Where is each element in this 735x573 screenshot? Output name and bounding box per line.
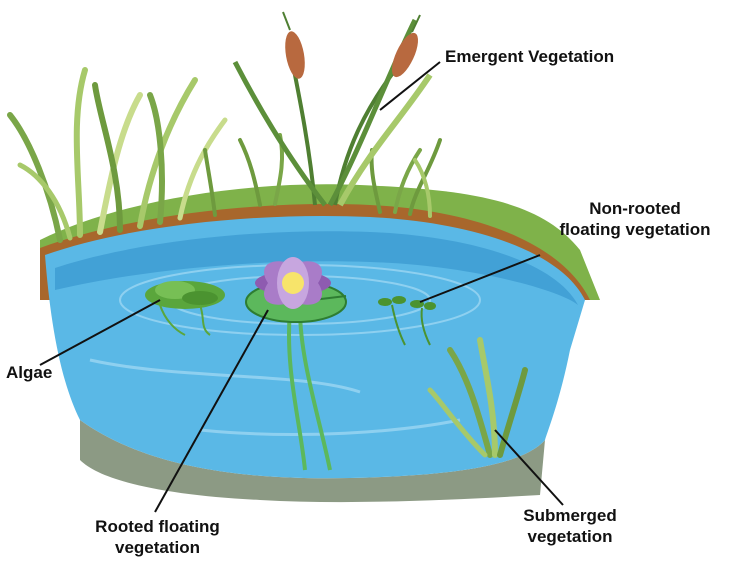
label-non-rooted-line2: floating vegetation [559,220,711,239]
label-non-rooted-line1: Non-rooted [589,199,681,218]
cattails [232,11,433,207]
label-submerged-line2: vegetation [527,527,613,546]
water-surface-band [55,231,578,305]
label-non-rooted-floating: Non-rooted floating vegetation [540,198,730,240]
label-algae: Algae [6,363,53,382]
algae-mat [145,281,225,336]
label-submerged: Submerged vegetation [505,505,635,547]
leader-line-rooted [154,309,269,513]
label-submerged-line1: Submerged [523,506,617,525]
label-rooted-line2: vegetation [114,538,201,557]
submerged-plants [427,337,528,458]
ripple [199,418,461,437]
label-rooted-line1: Rooted floating [95,517,220,536]
water-lily [245,257,347,471]
ripple [89,358,361,394]
leader-line-submerged [494,429,564,506]
label-emergent-vegetation: Emergent Vegetation [445,47,615,66]
pond-sediment [80,420,545,503]
leader-line-nonrooted [419,254,541,303]
leader-line-emergent [379,61,441,111]
label-rooted-floating: Rooted floating vegetation [75,516,240,558]
leader-line-algae [39,299,161,366]
emergent-grass-left [7,67,228,243]
